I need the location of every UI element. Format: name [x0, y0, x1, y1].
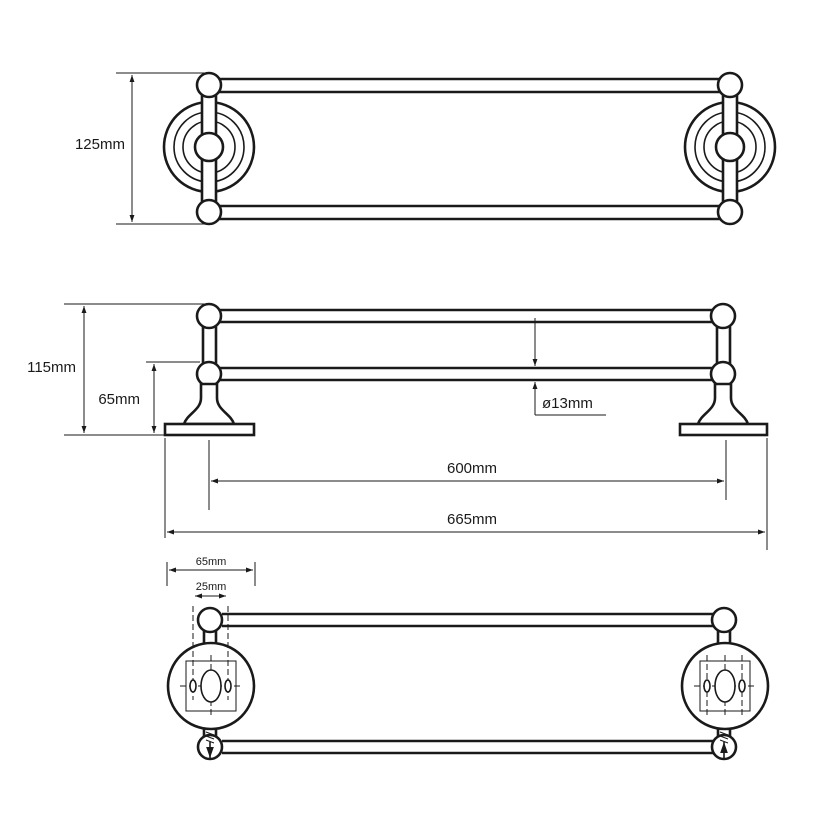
- mount-upper-rail: [222, 612, 716, 628]
- overall-width-dimension: 665mm: [164, 438, 768, 550]
- front-right-bracket: [683, 71, 777, 226]
- side-view: 115mm 65mm ø13mm 600mm 665mm: [27, 302, 769, 550]
- side-lower-rail: [218, 366, 722, 382]
- mount-right-bracket: [680, 606, 770, 761]
- side-total-height-label: 115mm: [27, 359, 76, 376]
- bar-diameter-label: ø13mm: [542, 395, 593, 412]
- inner-width-dimension: 600mm: [208, 440, 727, 510]
- side-lower-height-dimension: 65mm: [98, 361, 200, 433]
- side-upper-rail: [218, 308, 722, 324]
- front-left-bracket: [162, 71, 256, 226]
- front-upper-rail: [218, 77, 722, 94]
- side-left-bracket: [163, 302, 256, 437]
- mount-lower-rail: [222, 739, 716, 755]
- mount-left-bracket: [166, 606, 256, 761]
- hole-spacing-label: 25mm: [196, 581, 227, 593]
- side-right-bracket: [678, 302, 769, 437]
- side-total-height-dimension: 115mm: [27, 303, 209, 436]
- front-view: 125mm: [75, 71, 777, 226]
- overall-width-label: 665mm: [447, 511, 497, 528]
- base-width-label: 65mm: [196, 556, 227, 568]
- hole-spacing-dimension: 25mm: [195, 581, 227, 599]
- side-lower-height-label: 65mm: [98, 391, 140, 408]
- base-width-dimension: 65mm: [166, 556, 256, 586]
- bar-diameter-dimension: ø13mm: [532, 318, 606, 416]
- front-height-label: 125mm: [75, 136, 125, 153]
- mounting-view: 65mm 25mm: [166, 556, 770, 761]
- front-lower-rail: [218, 204, 722, 221]
- front-height-dimension: 125mm: [75, 72, 209, 225]
- inner-width-label: 600mm: [447, 460, 497, 477]
